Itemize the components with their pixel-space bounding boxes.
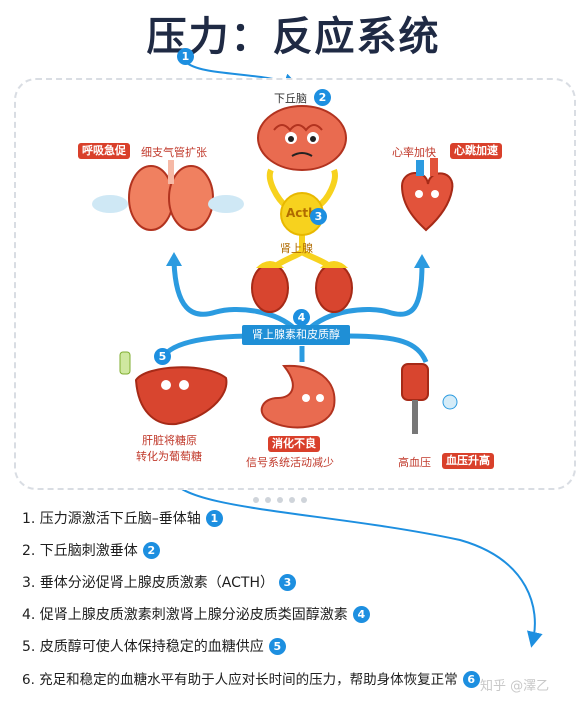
marker-5: 5 bbox=[154, 348, 171, 365]
watermark: 知乎 @澤乙 bbox=[480, 679, 550, 694]
stomach bbox=[260, 364, 336, 429]
blood-pressure bbox=[401, 363, 458, 434]
step-marker: 3 bbox=[279, 573, 296, 591]
label-signal-system: 信号系统活动减少 bbox=[246, 456, 334, 469]
label-acth: Acth bbox=[286, 206, 317, 220]
marker-4: 4 bbox=[293, 309, 310, 326]
label-heart-rate: 心率加快 bbox=[392, 146, 436, 159]
lungs bbox=[92, 160, 244, 231]
step-text: 3. 垂体分泌促肾上腺皮质激素（ACTH） bbox=[22, 575, 274, 591]
kidney-right bbox=[315, 263, 353, 313]
tag-blood-pressure: 血压升高 bbox=[442, 453, 494, 469]
tag-rapid-breathing: 呼吸急促 bbox=[78, 143, 130, 159]
brain bbox=[257, 105, 347, 171]
kidney-left bbox=[251, 263, 289, 313]
tag-indigestion: 消化不良 bbox=[268, 436, 320, 452]
page-title: 压力：反应系统 bbox=[146, 14, 441, 60]
tag-heartbeat: 心跳加速 bbox=[450, 143, 502, 159]
heart bbox=[400, 158, 454, 232]
liver bbox=[119, 351, 228, 426]
step-text: 1. 压力源激活下丘脑–垂体轴 bbox=[22, 511, 201, 527]
step-text: 4. 促肾上腺皮质激素刺激肾上腺分泌皮质类固醇激素 bbox=[22, 607, 348, 623]
step-text: 2. 下丘脑刺激垂体 bbox=[22, 543, 138, 559]
step-marker: 5 bbox=[268, 637, 286, 655]
diagram-panel: 下丘脑 2 Acth 3 肾上腺 4 肾上腺素和皮质醇 呼吸急促 细支气管扩张 … bbox=[14, 78, 576, 490]
marker-2: 2 bbox=[314, 89, 331, 106]
label-liver-1: 肝脏将糖原 bbox=[142, 434, 197, 447]
diagram-art bbox=[92, 105, 458, 434]
label-adrenal: 肾上腺 bbox=[280, 242, 313, 255]
step-marker: 2 bbox=[142, 541, 160, 559]
step-text: 6. 充足和稳定的血糖水平有助于人应对长时间的压力，帮助身体恢复正常 bbox=[22, 672, 458, 688]
label-hypertension: 高血压 bbox=[398, 456, 431, 469]
step-text: 5. 皮质醇可使人体保持稳定的血糖供应 bbox=[22, 639, 264, 655]
marker-1: 1 bbox=[177, 48, 194, 65]
marker-3: 3 bbox=[310, 208, 327, 225]
step-marker: 1 bbox=[205, 509, 223, 527]
hormone-box: 肾上腺素和皮质醇 bbox=[242, 325, 350, 345]
step-marker: 4 bbox=[352, 605, 370, 623]
label-liver-2: 转化为葡萄糖 bbox=[136, 450, 202, 463]
page-dots bbox=[250, 488, 310, 507]
step-3: 3. 垂体分泌促肾上腺皮质激素（ACTH） 3 bbox=[22, 572, 296, 592]
label-hypothalamus: 下丘脑 bbox=[274, 92, 307, 105]
label-bronchioles: 细支气管扩张 bbox=[141, 146, 207, 159]
step-marker: 6 bbox=[462, 670, 480, 688]
